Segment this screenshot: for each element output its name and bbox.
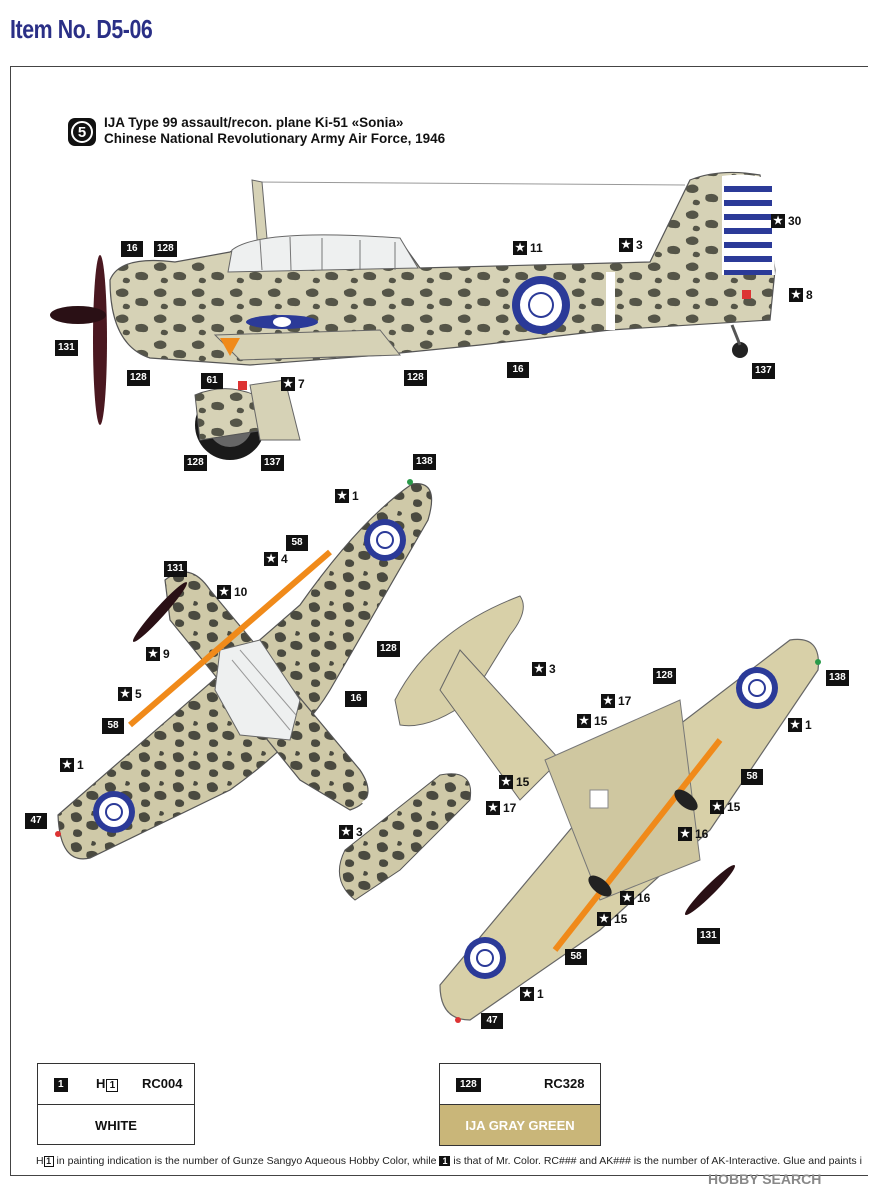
scheme-title: IJA Type 99 assault/recon. plane Ki-51 «… [104, 115, 404, 130]
callout-top-128: 128 [377, 641, 400, 657]
decal-side-7: ★7 [281, 377, 305, 391]
decal-top-1b: ★1 [60, 758, 84, 772]
decal-bottom-15b: ★15 [499, 775, 529, 789]
bottom-view [394, 595, 821, 1023]
callout-side-137b: 137 [261, 455, 284, 471]
callout-side-61: 61 [201, 373, 223, 389]
callout-bottom-47: 47 [481, 1013, 503, 1029]
decal-side-30: ★30 [771, 214, 801, 228]
decal-bottom-1a: ★1 [788, 718, 812, 732]
decal-top-4: ★4 [264, 552, 288, 566]
content-frame [10, 66, 868, 1176]
callout-top-16: 16 [345, 691, 367, 707]
side-view [50, 171, 776, 460]
decal-bottom-3: ★3 [532, 662, 556, 676]
callout-top-131: 131 [164, 561, 187, 577]
decal-bottom-1b: ★1 [520, 987, 544, 1001]
callout-top-58a: 58 [286, 535, 308, 551]
callout-bottom-58b: 58 [565, 949, 587, 965]
top-view [55, 479, 472, 901]
callout-bottom-131: 131 [697, 928, 720, 944]
decal-side-3: ★3 [619, 238, 643, 252]
legend-color-name: IJA GRAY GREEN [440, 1105, 600, 1145]
callout-side-131: 131 [55, 340, 78, 356]
decal-bottom-15d: ★15 [597, 912, 627, 926]
decal-bottom-17b: ★17 [486, 801, 516, 815]
decal-side-11: ★11 [513, 241, 543, 255]
callout-side-16b: 16 [507, 362, 529, 378]
callout-bottom-138: 138 [826, 670, 849, 686]
scheme-number-badge: 5 [68, 118, 96, 146]
decal-side-8: ★8 [789, 288, 813, 302]
callout-side-128c: 128 [404, 370, 427, 386]
decal-top-1a: ★1 [335, 489, 359, 503]
legend-rc-code: RC328 [544, 1076, 585, 1091]
callout-top-47: 47 [25, 813, 47, 829]
callout-bottom-58a: 58 [741, 769, 763, 785]
legend-mr-number: 128 [456, 1078, 481, 1092]
watermark: HOBBY SEARCH [708, 1171, 822, 1187]
callout-side-128b: 128 [127, 370, 150, 386]
callout-bottom-128: 128 [653, 668, 676, 684]
decal-top-5: ★5 [118, 687, 142, 701]
decal-bottom-17a: ★17 [601, 694, 631, 708]
callout-top-58b: 58 [102, 718, 124, 734]
callout-side-16a: 16 [121, 241, 143, 257]
legend-color-name: WHITE [95, 1117, 137, 1133]
decal-bottom-16b: ★16 [620, 891, 650, 905]
item-number: Item No. D5-06 [10, 14, 153, 44]
callout-side-128d: 128 [184, 455, 207, 471]
legend-rc-code: RC004 [142, 1076, 183, 1091]
decal-top-9: ★9 [146, 647, 170, 661]
callout-side-137a: 137 [752, 363, 775, 379]
scheme-subtitle: Chinese National Revolutionary Army Air … [104, 131, 446, 146]
color-legend-gray-green: 128 RC328 IJA GRAY GREEN [439, 1063, 601, 1146]
decal-bottom-16a: ★16 [678, 827, 708, 841]
decal-top-3: ★3 [339, 825, 363, 839]
callout-side-128a: 128 [154, 241, 177, 257]
legend-mr-number: 1 [54, 1078, 68, 1092]
callout-top-138: 138 [413, 454, 436, 470]
decal-bottom-15a: ★15 [577, 714, 607, 728]
decal-top-10: ★10 [217, 585, 247, 599]
decal-bottom-15c: ★15 [710, 800, 740, 814]
